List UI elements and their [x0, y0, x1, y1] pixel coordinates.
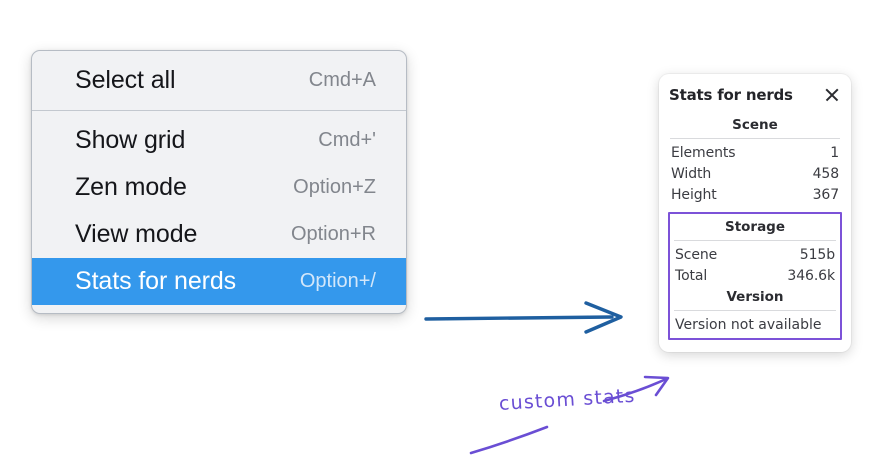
stat-key: Elements: [671, 144, 736, 161]
menu-item-zen-mode[interactable]: Zen mode Option+Z: [32, 164, 406, 211]
menu-divider: [32, 110, 406, 111]
section-rule: [674, 240, 836, 241]
annotation-label-custom-stats: custom stats: [498, 384, 637, 415]
stat-key: Height: [671, 186, 717, 203]
custom-stats-highlight-box: Storage Scene 515b Total 346.6k Version …: [668, 212, 842, 340]
menu-item-shortcut: Option+Z: [293, 176, 376, 198]
stat-value: 1: [830, 144, 839, 161]
stat-row: Total 346.6k: [672, 265, 838, 286]
stat-key: Width: [671, 165, 712, 182]
section-rule: [674, 310, 836, 311]
stat-key: Total: [675, 267, 708, 284]
context-menu[interactable]: Select all Cmd+A Show grid Cmd+' Zen mod…: [31, 50, 407, 314]
stat-value: 515b: [799, 246, 835, 263]
menu-item-label: Stats for nerds: [75, 267, 237, 295]
stats-for-nerds-panel: Stats for nerds Scene Elements 1 Width 4…: [659, 74, 851, 352]
panel-title: Stats for nerds: [669, 86, 793, 104]
menu-item-shortcut: Cmd+': [318, 129, 376, 151]
stat-value: 367: [812, 186, 840, 203]
menu-item-label: Select all: [75, 66, 176, 94]
stat-key: Scene: [675, 246, 718, 263]
storage-heading: Storage: [724, 219, 786, 235]
panel-header: Stats for nerds: [668, 84, 842, 104]
menu-item-show-grid[interactable]: Show grid Cmd+': [32, 117, 406, 164]
close-icon[interactable]: [823, 86, 841, 104]
version-heading: Version: [726, 289, 784, 305]
scene-section: Scene Elements 1 Width 458 Height 367: [668, 114, 842, 205]
stat-row: Height 367: [668, 184, 842, 205]
menu-item-label: View mode: [75, 220, 198, 248]
menu-item-select-all[interactable]: Select all Cmd+A: [32, 57, 406, 104]
menu-item-label: Show grid: [75, 126, 186, 154]
scene-heading: Scene: [732, 117, 778, 133]
stat-row: Scene 515b: [672, 244, 838, 265]
version-section: Version Version not available: [672, 286, 838, 334]
purple-underline-stroke: [469, 425, 549, 455]
menu-group-2: Show grid Cmd+' Zen mode Option+Z View m…: [32, 117, 406, 305]
menu-item-shortcut: Cmd+A: [308, 69, 376, 91]
menu-item-shortcut: Option+R: [290, 223, 376, 245]
stat-value: 458: [812, 165, 840, 182]
menu-item-view-mode[interactable]: View mode Option+R: [32, 211, 406, 258]
stat-row: Width 458: [668, 163, 842, 184]
menu-item-label: Zen mode: [75, 173, 187, 201]
menu-item-shortcut: Option+/: [299, 270, 376, 292]
menu-item-stats-for-nerds[interactable]: Stats for nerds Option+/: [32, 258, 406, 305]
stat-row: Elements 1: [668, 142, 842, 163]
blue-arrow: [424, 301, 623, 334]
stat-value: 346.6k: [787, 267, 835, 284]
section-rule: [670, 138, 840, 139]
menu-group-1: Select all Cmd+A: [32, 57, 406, 104]
version-note: Version not available: [675, 317, 822, 333]
storage-section: Storage Scene 515b Total 346.6k: [672, 216, 838, 286]
